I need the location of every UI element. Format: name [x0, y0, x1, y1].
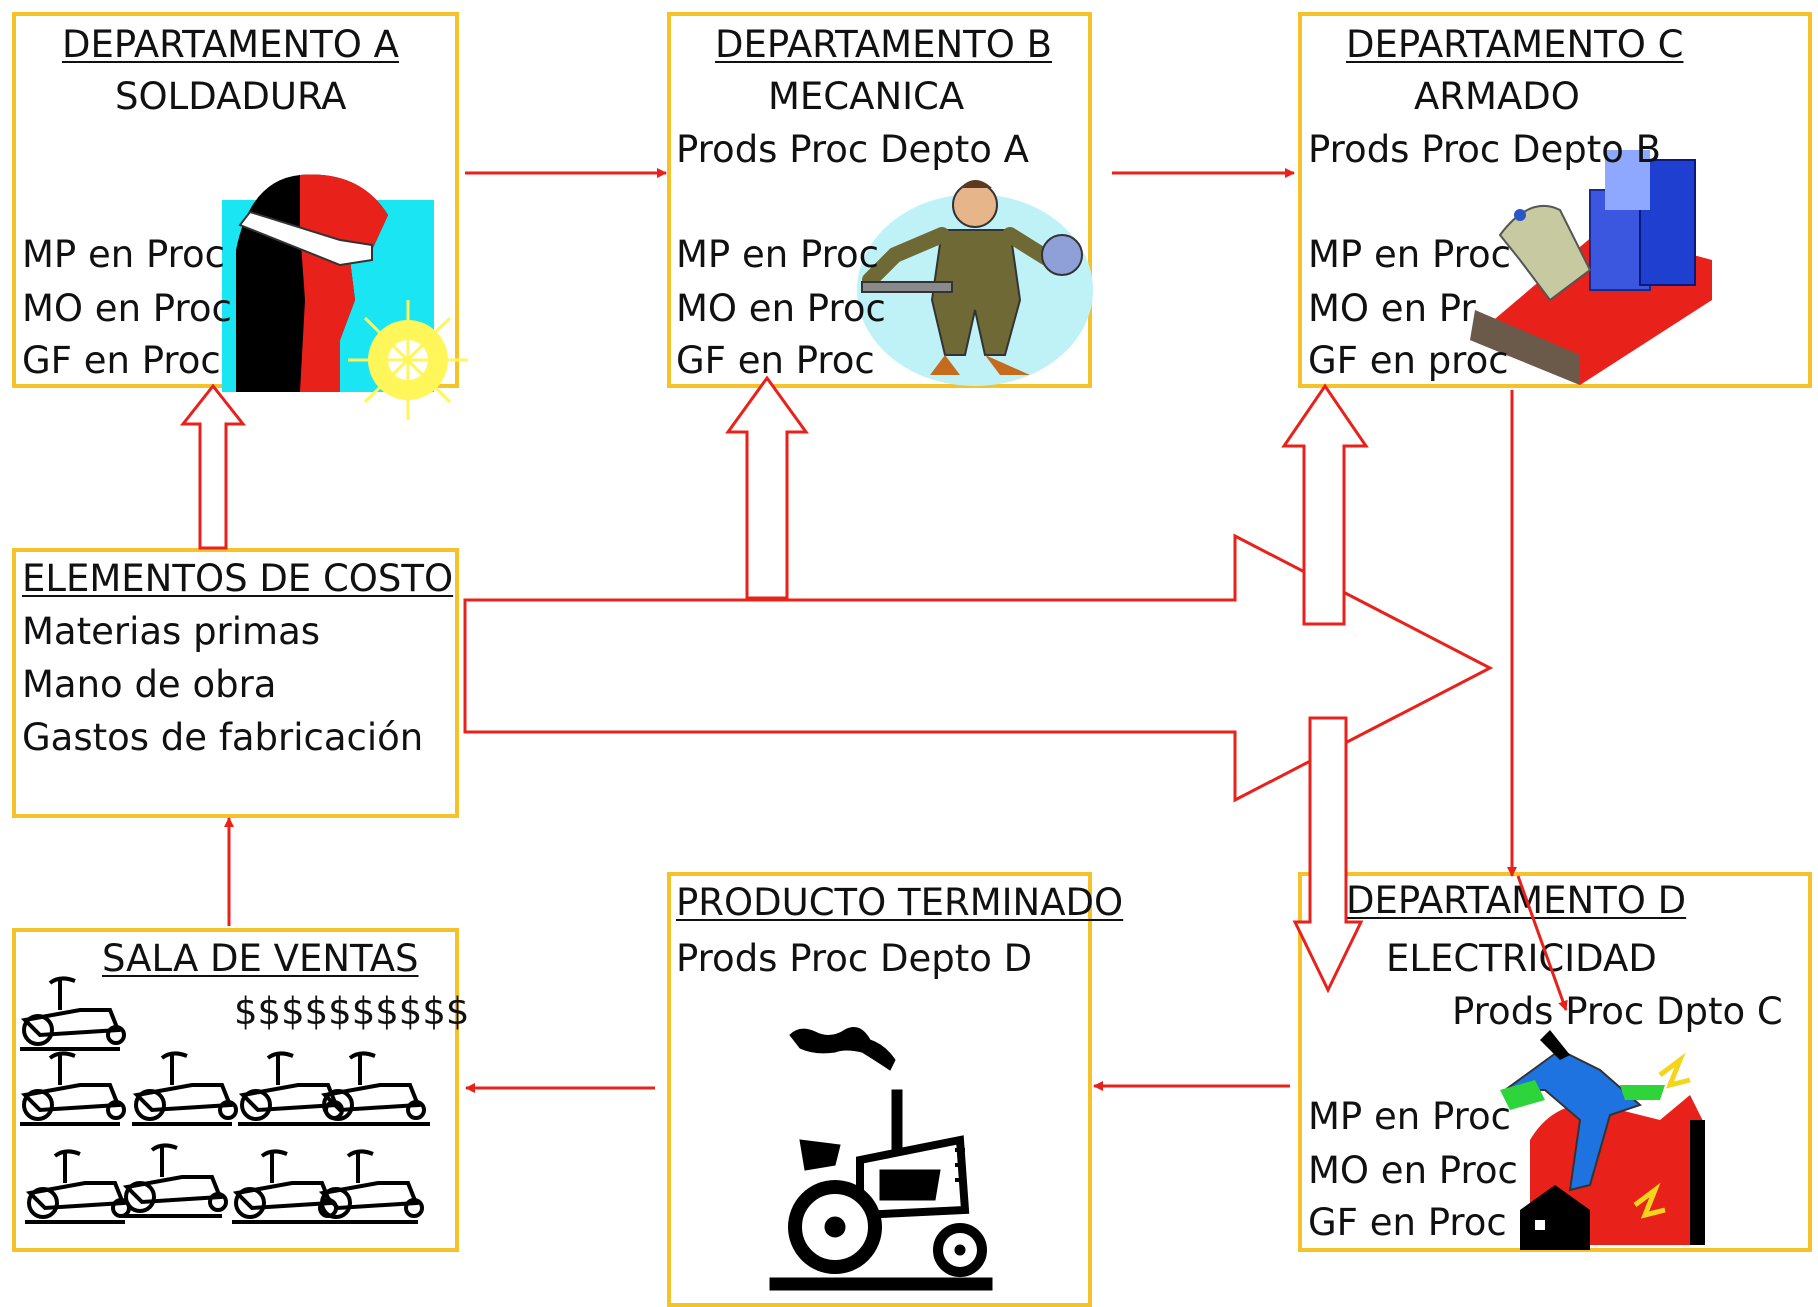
dept-d-line: GF en Proc: [1308, 1201, 1507, 1244]
elements-title: ELEMENTOS DE COSTO: [22, 557, 454, 600]
finished-title: PRODUCTO TERMINADO: [676, 881, 1124, 924]
tractor-fleet-icon: [20, 976, 430, 1224]
dept-b-input: Prods Proc Depto A: [676, 128, 1029, 171]
elements-line: Mano de obra: [22, 663, 277, 706]
dept-c-line: MO en Pr: [1308, 287, 1476, 330]
dept-d-line: MP en Proc: [1308, 1095, 1512, 1138]
dept-c-line: GF en proc: [1308, 339, 1509, 382]
elements-box: [12, 548, 459, 818]
dept-c-box: [1298, 12, 1812, 388]
dept-d-subtitle: ELECTRICIDAD: [1386, 937, 1657, 980]
sales-title: SALA DE VENTAS: [102, 937, 419, 980]
dept-a-line: MP en Proc: [22, 233, 226, 276]
dept-b-line: MO en Proc: [676, 287, 886, 330]
hollow-up-arrow-a: [179, 383, 247, 550]
dept-b-line: MP en Proc: [676, 233, 880, 276]
hollow-up-arrow-c: [1281, 383, 1369, 626]
hollow-down-arrow-d: [1292, 716, 1364, 994]
electrician-icon: [1500, 1030, 1705, 1250]
elements-line: Materias primas: [22, 610, 321, 653]
buildings-icon: [1470, 150, 1712, 385]
mechanic-icon: [857, 180, 1093, 386]
arrow-into-dept-d-input: [1516, 875, 1568, 1011]
dept-d-title: DEPARTAMENTO D: [1346, 879, 1687, 922]
dept-b-title: DEPARTAMENTO B: [715, 23, 1053, 66]
elements-line: Gastos de fabricación: [22, 716, 424, 759]
dept-a-subtitle: SOLDADURA: [115, 75, 347, 118]
dept-d-line: MO en Proc: [1308, 1149, 1518, 1192]
hollow-up-arrow-b: [725, 375, 809, 600]
finished-input: Prods Proc Depto D: [676, 937, 1033, 980]
dept-c-title: DEPARTAMENTO C: [1346, 23, 1684, 66]
dept-c-subtitle: ARMADO: [1414, 75, 1580, 118]
dept-b-subtitle: MECANICA: [768, 75, 965, 118]
big-distribution-arrow: [463, 533, 1494, 803]
dept-a-line: MO en Proc: [22, 287, 232, 330]
welder-icon: [222, 174, 468, 420]
tractor-icon: [769, 1027, 993, 1291]
dept-a-line: GF en Proc: [22, 339, 221, 382]
dept-b-line: GF en Proc: [676, 339, 875, 382]
dept-c-line: MP en Proc: [1308, 233, 1512, 276]
sales-money: $$$$$$$$$$: [234, 990, 470, 1033]
dept-a-title: DEPARTAMENTO A: [62, 23, 399, 66]
dept-c-input: Prods Proc Depto B: [1308, 128, 1662, 171]
dept-d-input: Prods Proc Dpto C: [1452, 990, 1783, 1033]
